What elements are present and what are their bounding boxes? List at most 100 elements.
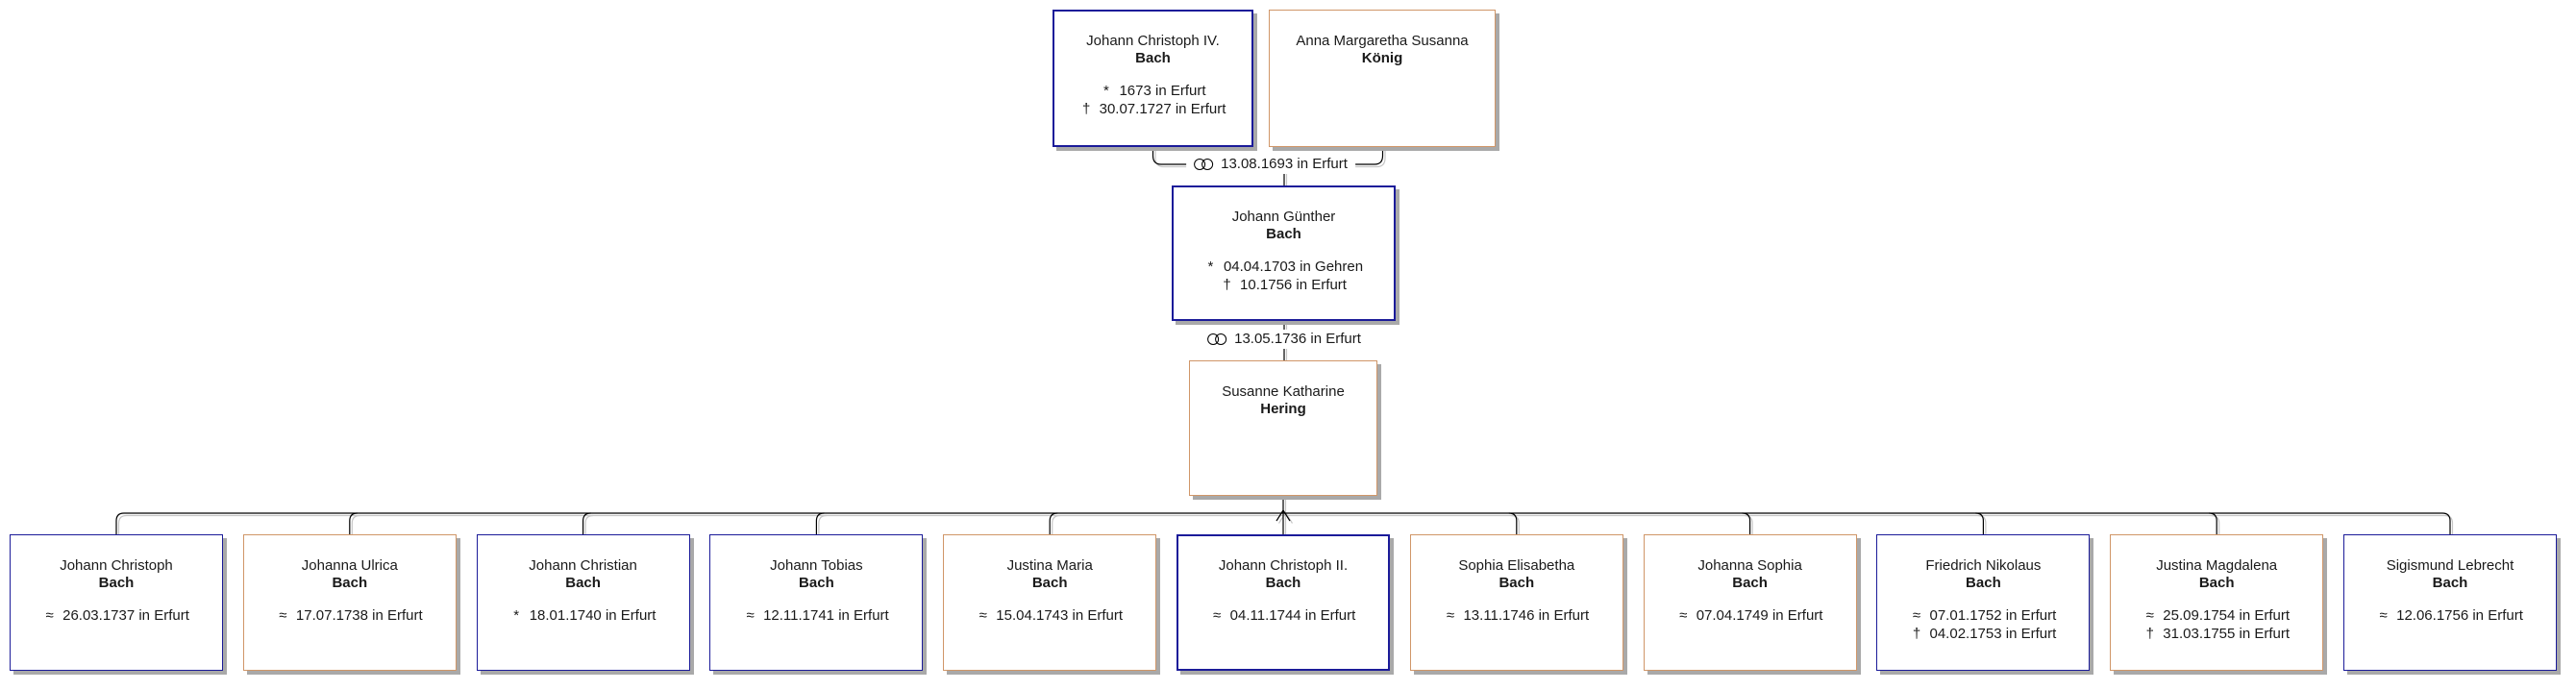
life-event: * 04.04.1703 in Gehren (1174, 258, 1394, 276)
person-surname: Bach (2198, 575, 2235, 591)
person-events: ≈13.11.1746 in Erfurt (1411, 606, 1622, 625)
person-surname: Bach (98, 575, 135, 591)
event-text: 10.1756 in Erfurt (1240, 277, 1347, 293)
person-given-name: Johann Tobias (770, 557, 863, 574)
person-events: * 04.04.1703 in Gehren † 10.1756 in Erfurt (1174, 258, 1394, 294)
person-surname: Bach (1966, 575, 2001, 591)
person-events: ≈15.04.1743 in Erfurt (944, 606, 1155, 625)
event-symbol: ≈ (45, 607, 54, 624)
life-event: ≈15.04.1743 in Erfurt (944, 606, 1155, 625)
life-event: * 18.01.1740 in Erfurt (478, 606, 689, 625)
event-text: 12.06.1756 in Erfurt (2396, 607, 2523, 624)
person-box-justina-magdalena-bach[interactable]: Justina Magdalena Bach ≈25.09.1754 in Er… (2110, 534, 2324, 671)
person-surname: Bach (1265, 575, 1301, 591)
event-text: 17.07.1738 in Erfurt (295, 607, 423, 624)
person-box-sigismund-lebrecht-bach[interactable]: Sigismund Lebrecht Bach ≈12.06.1756 in E… (2343, 534, 2557, 671)
event-text: 18.01.1740 in Erfurt (529, 607, 656, 624)
person-events: * 1673 in Erfurt † 30.07.1727 in Erfurt (1054, 82, 1251, 118)
person-box-friedrich-nikolaus-bach[interactable]: Friedrich Nikolaus Bach ≈07.01.1752 in E… (1876, 534, 2091, 671)
person-given-name: Johann Christoph IV. (1086, 33, 1220, 49)
person-box-johann-christian-bach[interactable]: Johann Christian Bach * 18.01.1740 in Erf… (476, 534, 690, 671)
event-symbol: ≈ (2379, 607, 2388, 624)
life-event: ≈26.03.1737 in Erfurt (11, 606, 222, 625)
person-given-name: Friedrich Nikolaus (1925, 557, 2042, 574)
event-symbol: ≈ (2145, 607, 2154, 624)
person-events: ≈17.07.1738 in Erfurt (244, 606, 456, 625)
marriage-rings-icon (1194, 159, 1214, 170)
event-text: 04.11.1744 in Erfurt (1229, 607, 1356, 624)
person-events: ≈07.04.1749 in Erfurt (1645, 606, 1856, 625)
person-box-susanne-katharine-hering[interactable]: Susanne Katharine Hering (1189, 360, 1377, 496)
life-event: * 1673 in Erfurt (1054, 82, 1251, 100)
person-box-johanna-sophia-bach[interactable]: Johanna Sophia Bach ≈07.04.1749 in Erfur… (1643, 534, 1857, 671)
person-given-name: Sigismund Lebrecht (2386, 557, 2514, 574)
person-surname: Bach (1135, 50, 1171, 66)
life-event: ≈07.04.1749 in Erfurt (1645, 606, 1856, 625)
person-given-name: Susanne Katharine (1222, 383, 1345, 400)
person-box-johann-christoph-bach[interactable]: Johann Christoph Bach ≈26.03.1737 in Erf… (10, 534, 223, 671)
person-box-johanna-ulrica-bach[interactable]: Johanna Ulrica Bach ≈17.07.1738 in Erfur… (242, 534, 457, 671)
event-text: 31.03.1755 in Erfurt (2163, 626, 2291, 642)
event-symbol: ≈ (1446, 607, 1455, 624)
event-text: 04.04.1703 in Gehren (1223, 259, 1364, 275)
event-symbol: * (1207, 259, 1214, 275)
person-events: ≈07.01.1752 in Erfurt†04.02.1753 in Erfu… (1877, 606, 2089, 643)
person-surname: Bach (1732, 575, 1768, 591)
person-box-johann-christoph-ii-bach[interactable]: Johann Christoph II. Bach ≈04.11.1744 in… (1177, 534, 1390, 671)
person-events: ≈26.03.1737 in Erfurt (11, 606, 222, 625)
event-symbol: ≈ (746, 607, 755, 624)
marriage-rings-icon (1207, 333, 1227, 345)
event-text: 1673 in Erfurt (1119, 83, 1206, 99)
event-text: 25.09.1754 in Erfurt (2163, 607, 2291, 624)
person-box-anna-margaretha-susanna-k-nig[interactable]: Anna Margaretha Susanna König (1269, 10, 1496, 147)
person-box-johann-christoph-iv-bach[interactable]: Johann Christoph IV. Bach * 1673 in Erfur… (1053, 10, 1253, 147)
event-text: 30.07.1727 in Erfurt (1099, 101, 1226, 117)
event-symbol: ≈ (978, 607, 987, 624)
marriage-date: 13.05.1736 in Erfurt (1234, 331, 1361, 347)
person-events: * 18.01.1740 in Erfurt (478, 606, 689, 625)
person-surname: Bach (799, 575, 834, 591)
event-text: 13.11.1746 in Erfurt (1463, 607, 1590, 624)
event-symbol: † (1081, 101, 1091, 117)
person-surname: Bach (565, 575, 601, 591)
event-text: 07.01.1752 in Erfurt (1929, 607, 2057, 624)
person-box-justina-maria-bach[interactable]: Justina Maria Bach ≈15.04.1743 in Erfurt (943, 534, 1157, 671)
life-event: ≈13.11.1746 in Erfurt (1411, 606, 1622, 625)
event-text: 07.04.1749 in Erfurt (1696, 607, 1823, 624)
event-text: 04.02.1753 in Erfurt (1929, 626, 2057, 642)
life-event: ≈04.11.1744 in Erfurt (1178, 606, 1388, 625)
person-events: ≈25.09.1754 in Erfurt†31.03.1755 in Erfu… (2111, 606, 2322, 643)
life-event: † 04.02.1753 in Erfurt (1877, 625, 2089, 643)
person-given-name: Anna Margaretha Susanna (1296, 33, 1469, 49)
event-symbol: ≈ (1679, 607, 1688, 624)
person-given-name: Sophia Elisabetha (1458, 557, 1575, 574)
person-surname: Hering (1260, 401, 1306, 417)
life-event: † 30.07.1727 in Erfurt (1054, 100, 1251, 118)
person-given-name: Johann Günther (1231, 209, 1336, 225)
event-symbol: * (513, 607, 520, 624)
person-surname: Bach (332, 575, 368, 591)
person-surname: Bach (1499, 575, 1535, 591)
person-box-johann-tobias-bach[interactable]: Johann Tobias Bach ≈12.11.1741 in Erfurt (709, 534, 924, 671)
life-event: ≈12.06.1756 in Erfurt (2344, 606, 2556, 625)
person-given-name: Justina Magdalena (2156, 557, 2278, 574)
event-symbol: ≈ (279, 607, 287, 624)
person-surname: Bach (2432, 575, 2468, 591)
event-symbol: † (1912, 626, 1921, 642)
event-symbol: † (2145, 626, 2154, 642)
event-text: 15.04.1743 in Erfurt (996, 607, 1124, 624)
person-box-johann-g-nther-bach[interactable]: Johann Günther Bach * 04.04.1703 in Gehre… (1172, 185, 1396, 321)
person-events: ≈04.11.1744 in Erfurt (1178, 606, 1388, 625)
life-event: ≈25.09.1754 in Erfurt (2111, 606, 2322, 625)
person-surname: Bach (1031, 575, 1068, 591)
person-given-name: Johann Christian (529, 557, 637, 574)
person-surname: König (1361, 50, 1403, 66)
person-surname: Bach (1266, 226, 1301, 242)
life-event: † 10.1756 in Erfurt (1174, 276, 1394, 294)
marriage-date: 13.08.1693 in Erfurt (1221, 156, 1348, 172)
life-event: ≈17.07.1738 in Erfurt (244, 606, 456, 625)
event-symbol: * (1103, 83, 1109, 99)
person-events: ≈12.11.1741 in Erfurt (710, 606, 922, 625)
person-box-sophia-elisabetha-bach[interactable]: Sophia Elisabetha Bach ≈13.11.1746 in Er… (1409, 534, 1623, 671)
event-symbol: † (1223, 277, 1231, 293)
